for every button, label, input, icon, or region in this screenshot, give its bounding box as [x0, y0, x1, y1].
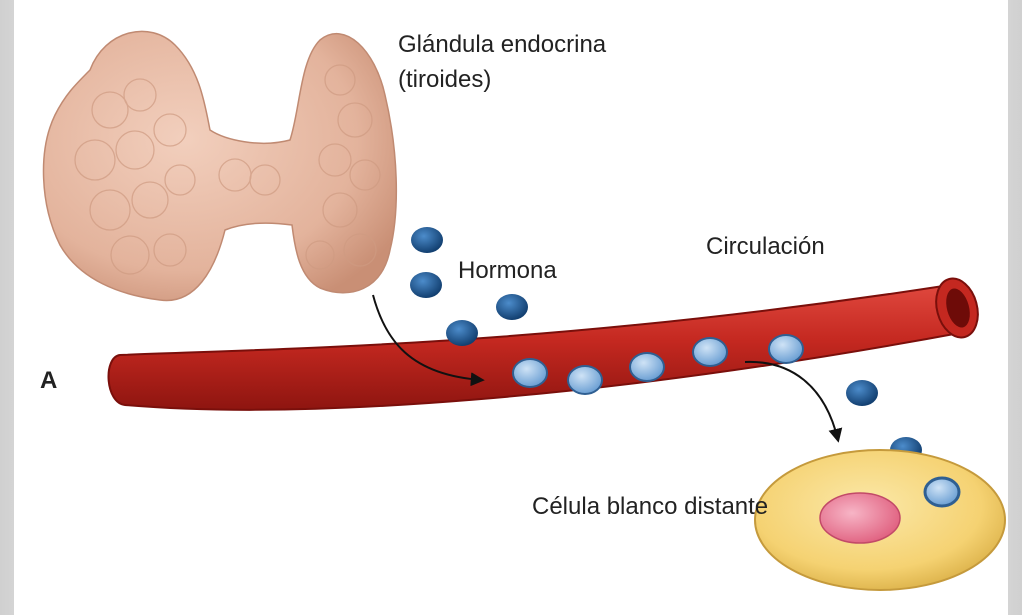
hormone-dot	[769, 335, 803, 363]
hormone-dot	[846, 380, 878, 406]
hormone-dot	[411, 227, 443, 253]
panel-letter: A	[40, 366, 57, 396]
target-cell-icon	[755, 450, 1005, 590]
target-cell-label: Célula blanco distante	[532, 492, 768, 522]
thyroid-gland-icon	[44, 31, 397, 300]
hormone-dot	[410, 272, 442, 298]
hormone-label: Hormona	[458, 256, 557, 286]
hormone-dot	[568, 366, 602, 394]
gland-label: Glándula endocrina	[398, 30, 606, 60]
receptor-bound-hormone	[925, 478, 959, 506]
hormone-dot	[513, 359, 547, 387]
blood-to-cell-arrow	[745, 362, 838, 440]
hormone-dot	[630, 353, 664, 381]
circulation-label: Circulación	[706, 232, 825, 262]
gland-label-sub: (tiroides)	[398, 65, 491, 95]
hormone-dot	[693, 338, 727, 366]
hormone-dot	[446, 320, 478, 346]
hormone-dot	[496, 294, 528, 320]
